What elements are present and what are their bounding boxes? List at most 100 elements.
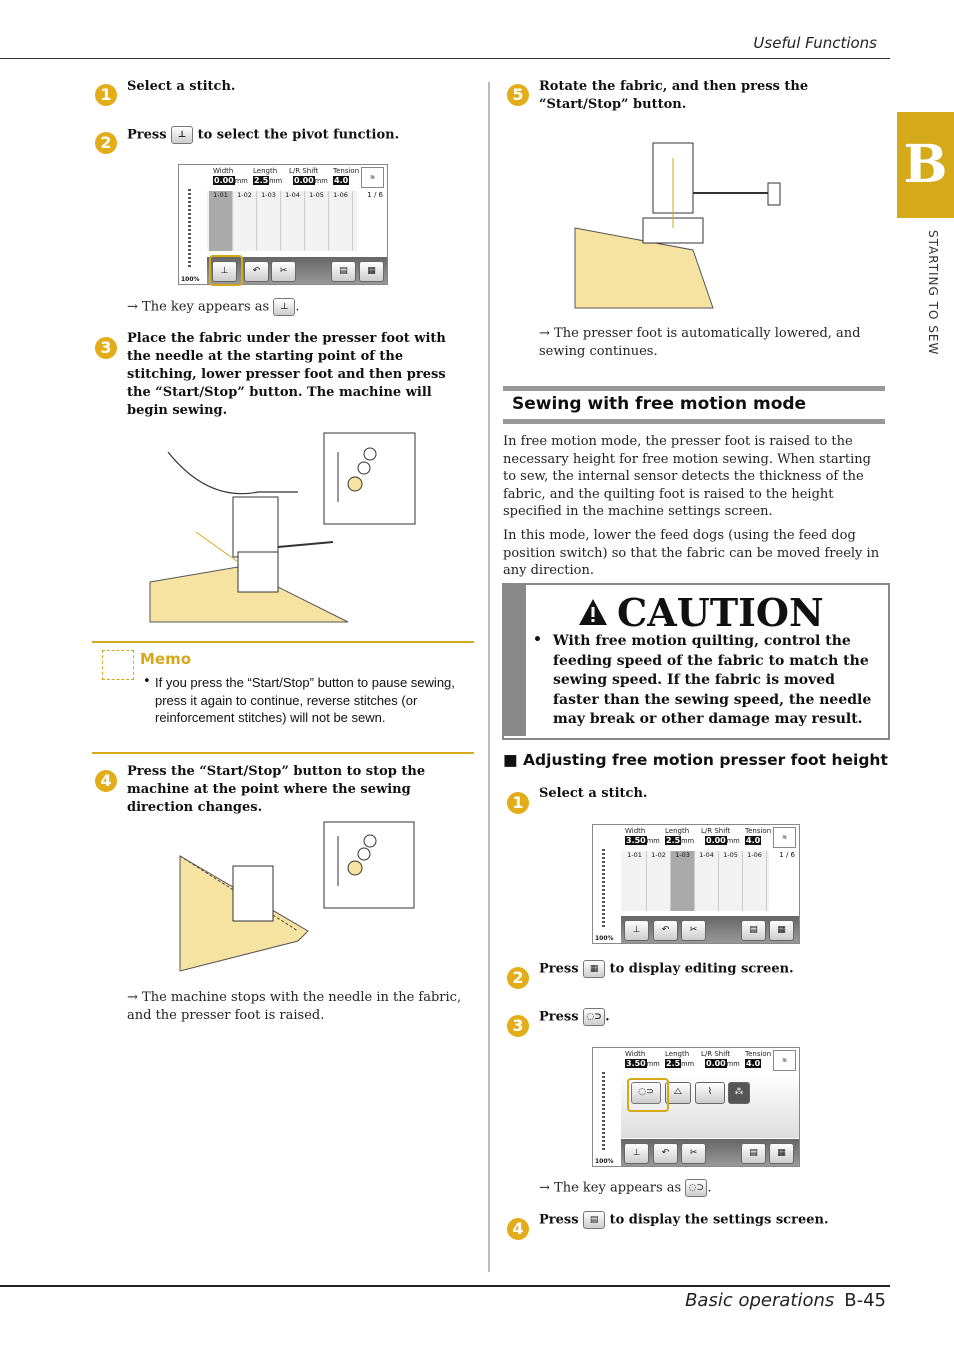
caution-text: With free motion quilting, control the f… [553,633,872,727]
settings-key-icon: ▤ [583,1211,606,1229]
step-number: 4 [507,1218,529,1240]
sewing-illustration [149,432,416,623]
thread-tension-icon[interactable]: ≋ [773,1050,796,1071]
needle-indicator: 100% [179,165,201,284]
step-text: Press ⊥ to select the pivot function. [127,126,400,144]
stitch-cell[interactable]: 1-04 [281,191,305,251]
column-divider [488,82,490,1272]
stitch-cell[interactable]: 1-03 [257,191,281,251]
edit-key-icon: ▦ [583,960,606,978]
stitch-cell[interactable]: 1-04 [695,851,719,911]
step-text: Rotate the fabric, and then press the “S… [539,79,809,112]
sewing-stop-illustration [179,821,415,972]
memo-pencil-icon [102,650,134,680]
stitch-grid: 1-01 1-02 1-03 1-04 1-05 1-06 [621,851,769,911]
pivot-button[interactable]: ⊥ [624,920,649,941]
thread-cutter-button[interactable]: ✂ [271,261,296,282]
reverse-button[interactable]: ↶ [653,1143,678,1164]
step-text: Press ◌⊃. [539,1008,610,1026]
settings-button[interactable]: ▤ [741,920,766,941]
lcd-panel: 100% Width Length L/R Shift Tension 3.50… [592,1047,800,1167]
free-motion-key-on-icon: ◌⊃ [685,1179,708,1197]
settings-button[interactable]: ▤ [741,1143,766,1164]
dual-feed-button[interactable]: ⁂ [728,1082,750,1104]
button-bar: ⊥ ↶ ✂ ▤ ▦ [207,257,387,284]
stitch-cell[interactable]: 1-01 [209,191,233,251]
step-number: 1 [507,792,529,814]
stitch-cell[interactable]: 1-01 [623,851,647,911]
step-number: 1 [95,84,117,106]
stitch-length-button[interactable]: ⌇ [695,1082,725,1104]
step-result: → The key appears as ◌⊃. [539,1179,712,1197]
edit-button[interactable]: ▦ [769,1143,794,1164]
caution-bullet: • [533,632,542,648]
mirror-button[interactable]: ⧍ [665,1082,691,1104]
lcd-panel: 100% Width Length L/R Shift Tension 3.50… [592,824,800,944]
needle-indicator: 100% [593,1048,615,1166]
edit-area: ◌⊃ ⧍ ⌇ ⁂ [621,1074,799,1138]
thread-cutter-button[interactable]: ✂ [681,920,706,941]
highlight-frame [627,1078,669,1112]
settings-button[interactable]: ▤ [331,261,356,282]
step-number: 3 [95,337,117,359]
page-indicator: 1 / 6 [779,851,795,859]
stitch-cell[interactable]: 1-03 [671,851,695,911]
page-indicator: 1 / 6 [367,191,383,199]
stitch-cell[interactable]: 1-05 [305,191,329,251]
stitch-cell[interactable]: 1-02 [233,191,257,251]
memo-box [92,641,474,754]
section-header-band [503,386,885,424]
chapter-tab: B [897,112,954,218]
caution-title: CAUTION [617,590,824,635]
needle-indicator: 100% [593,825,615,943]
chapter-label: STARTING TO SEW [926,230,940,356]
stitch-cell[interactable]: 1-06 [743,851,767,911]
pivot-button[interactable]: ⊥ [624,1143,649,1164]
page-footer: Basic operations B-45 [685,1290,886,1311]
free-motion-button[interactable]: ◌⊃ [631,1082,661,1104]
header-rule [0,58,890,59]
pivot-key-on-icon: ⊥ [273,298,296,316]
step-number: 2 [95,132,117,154]
page-number: B-45 [844,1290,886,1311]
running-header: Useful Functions [753,34,877,52]
stitch-cell[interactable]: 1-05 [719,851,743,911]
subsection-title: ■ Adjusting free motion presser foot hei… [503,751,888,769]
step-text: Select a stitch. [539,786,648,801]
reverse-button[interactable]: ↶ [653,920,678,941]
caution-bar [504,585,526,736]
stitch-cell[interactable]: 1-06 [329,191,353,251]
thread-tension-icon[interactable]: ≋ [773,827,796,848]
thread-tension-icon[interactable]: ≋ [361,167,384,188]
footer-rule [0,1285,890,1287]
pivot-button[interactable]: ⊥ [212,261,237,282]
stitch-cell[interactable]: 1-02 [647,851,671,911]
paragraph: In this mode, lower the feed dogs (using… [503,528,880,578]
step-number: 5 [507,84,529,106]
pivot-key-icon: ⊥ [171,126,194,144]
thread-cutter-button[interactable]: ✂ [681,1143,706,1164]
highlight-frame [209,255,243,286]
footer-section: Basic operations [685,1290,835,1311]
edit-button[interactable]: ▦ [359,261,384,282]
memo-title: Memo [140,650,192,668]
step-text: Press ▦ to display editing screen. [539,960,794,978]
free-motion-key-icon: ◌⊃ [583,1008,606,1026]
step-number: 4 [95,770,117,792]
step-result: → The key appears as ⊥. [127,298,300,316]
step-text: Press the “Start/Stop” button to stop th… [127,764,426,815]
section-title: Sewing with free motion mode [512,394,807,414]
lcd-panel: 100% Width Length L/R Shift Tension 0.00… [178,164,388,286]
memo-text: If you press the “Start/Stop” button to … [155,675,455,725]
step-result: → The presser foot is automatically lowe… [539,326,861,359]
warning-icon [579,599,607,625]
memo-bullet: • [143,674,151,689]
paragraph: In free motion mode, the presser foot is… [503,434,871,519]
button-bar: ⊥ ↶ ✂ ▤ ▦ [621,916,799,943]
edit-button[interactable]: ▦ [769,920,794,941]
step-text: Press ▤ to display the settings screen. [539,1211,829,1229]
presser-foot-illustration [574,142,781,309]
caution-box [502,583,890,740]
step-text: Place the fabric under the presser foot … [127,331,446,418]
reverse-button[interactable]: ↶ [244,261,269,282]
